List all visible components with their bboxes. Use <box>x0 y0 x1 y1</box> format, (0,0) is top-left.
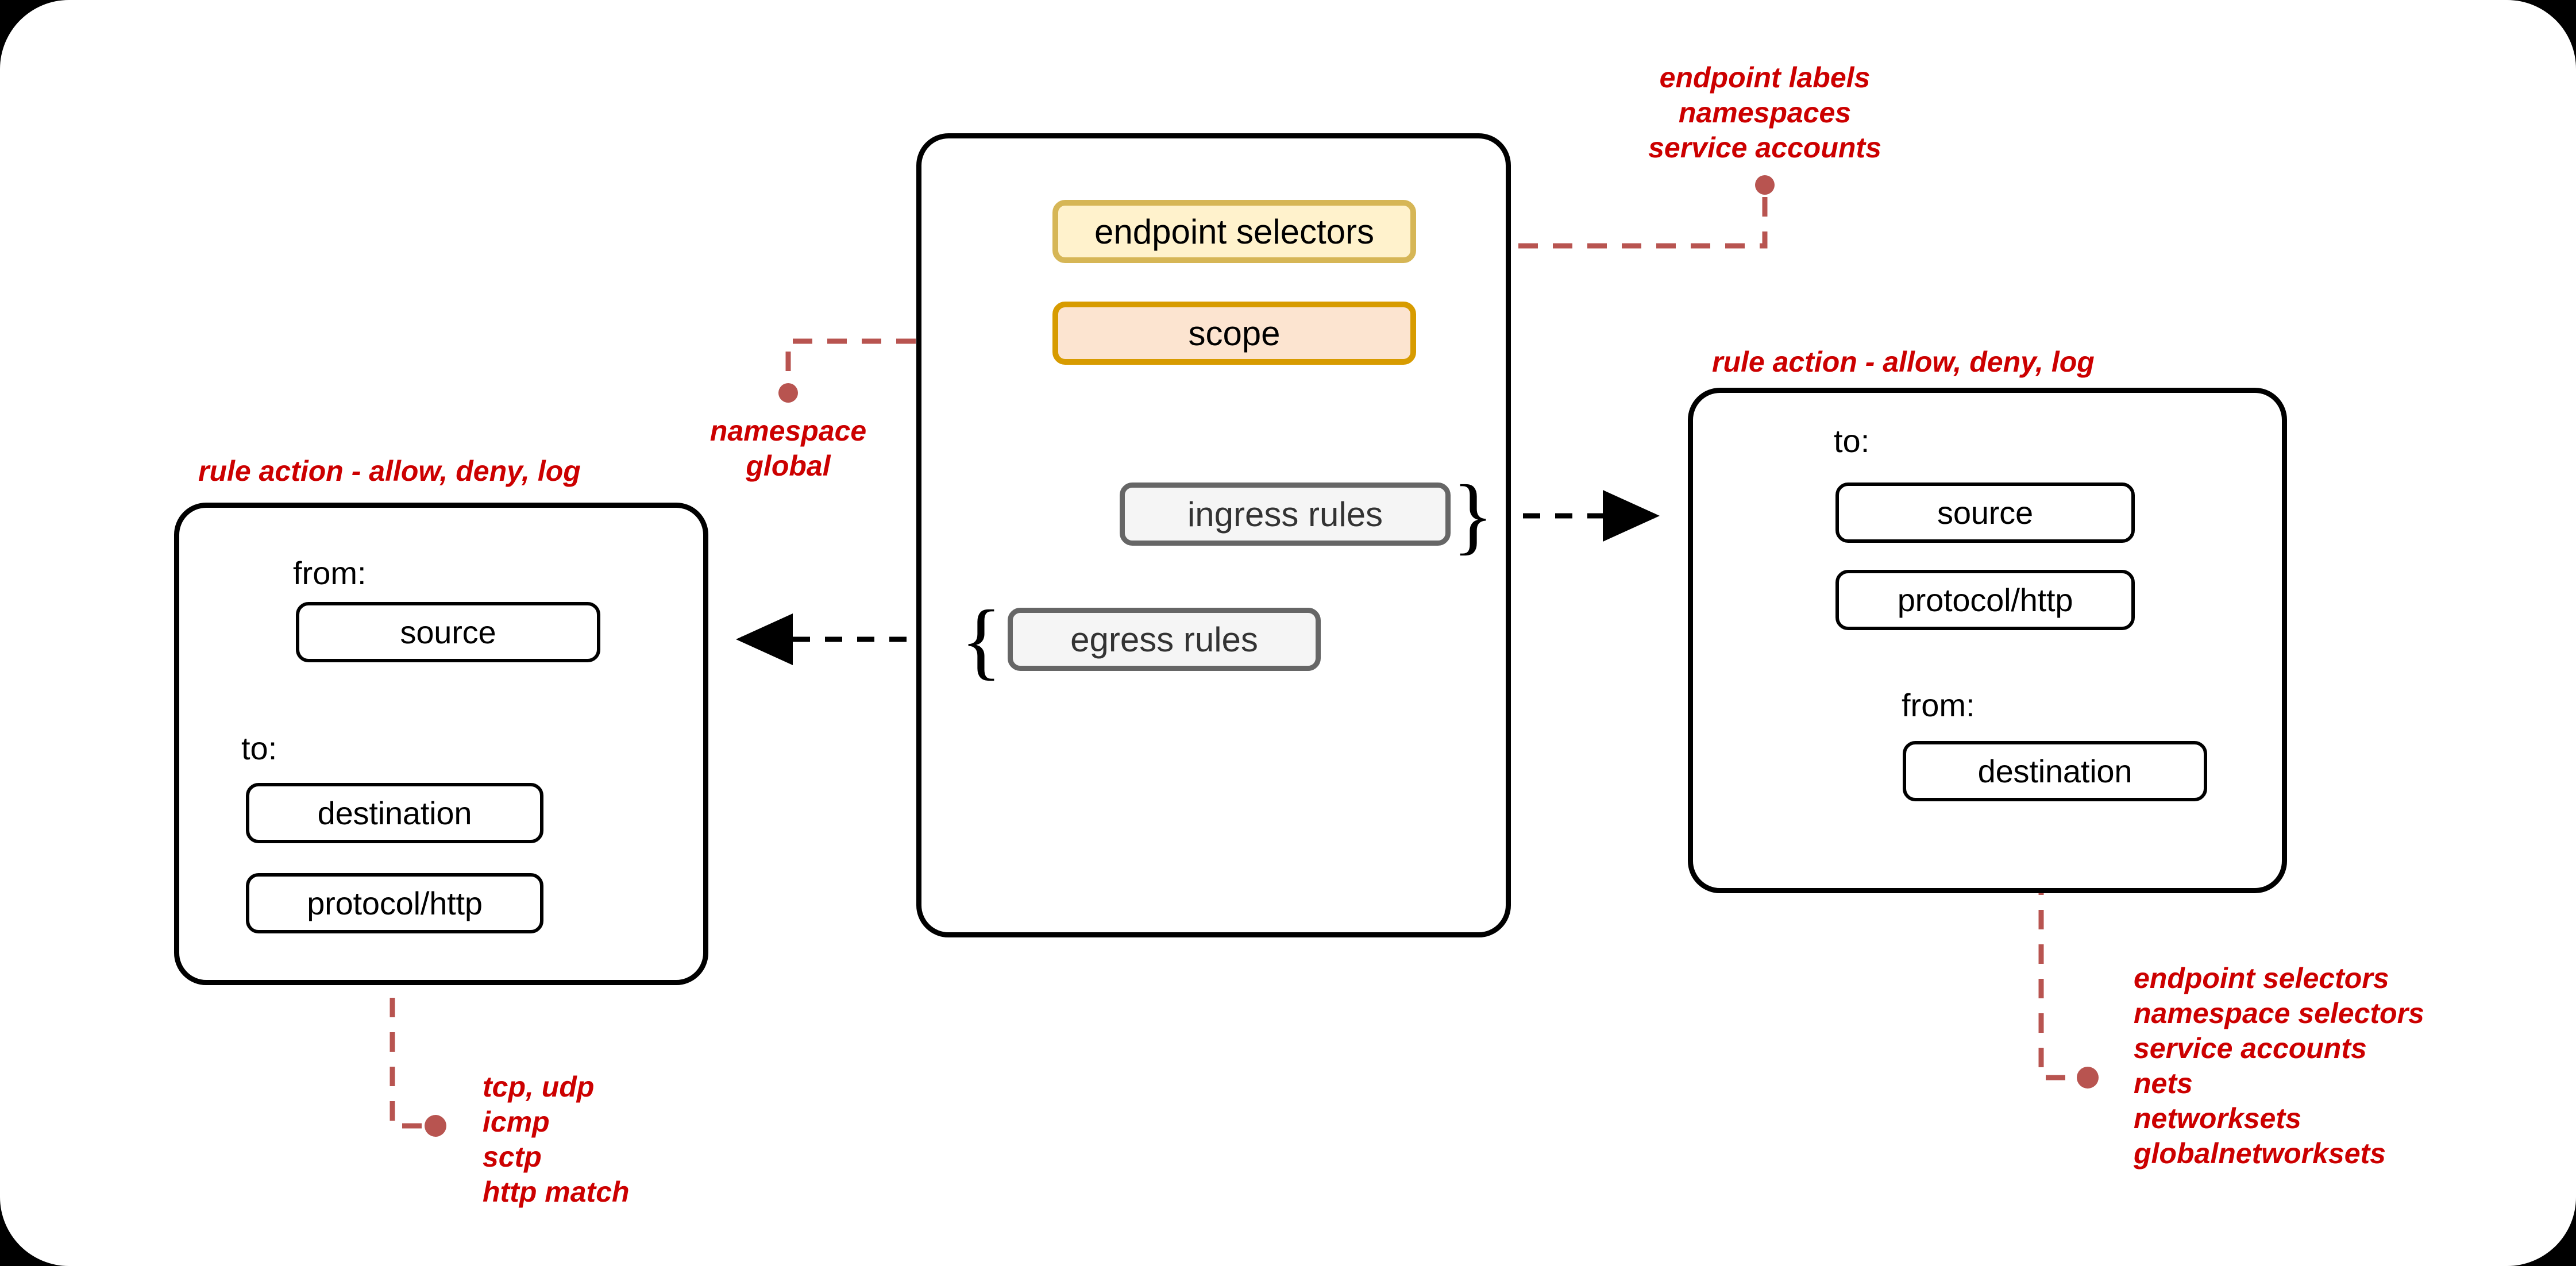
left-destination-node[interactable]: destination <box>246 783 543 843</box>
scope-annotation: namespace global <box>633 414 943 484</box>
endpoint-selectors-annotation: endpoint labels namespaces service accou… <box>1587 60 1943 165</box>
right-from-label: from: <box>1902 687 1975 723</box>
destination-annotation: endpoint selectors namespace selectors s… <box>2134 961 2570 1171</box>
annotation-line: namespace <box>709 415 867 447</box>
annotation-line: service accounts <box>1648 132 1881 164</box>
right-to-label: to: <box>1834 423 1870 459</box>
right-destination-node[interactable]: destination <box>1903 741 2207 801</box>
annotation-line: endpoint labels <box>1659 61 1871 94</box>
annotation-line: namespace selectors <box>2134 997 2424 1029</box>
annotation-line: http match <box>483 1176 630 1208</box>
annotation-line: nets <box>2134 1067 2193 1099</box>
right-protocol-node[interactable]: protocol/http <box>1835 570 2135 630</box>
annotation-line: tcp, udp <box>483 1071 595 1103</box>
annotation-line: namespaces <box>1678 97 1852 129</box>
left-panel-rule-action-annotation: rule action - allow, deny, log <box>198 455 581 487</box>
annotation-line: endpoint selectors <box>2134 962 2389 994</box>
ingress-rules-node[interactable]: ingress rules <box>1120 483 1451 546</box>
protocol-annotation: tcp, udp icmp sctp http match <box>483 1070 885 1210</box>
left-from-label: from: <box>293 555 367 591</box>
annotation-line: global <box>746 450 831 482</box>
annotation-line: globalnetworksets <box>2134 1137 2386 1169</box>
annotation-line: networksets <box>2134 1102 2301 1134</box>
annotation-line: icmp <box>483 1106 550 1138</box>
ingress-brace: } <box>1452 468 1494 563</box>
egress-rules-node[interactable]: egress rules <box>1008 608 1321 671</box>
egress-brace: { <box>961 593 1002 688</box>
annotation-line: sctp <box>483 1141 542 1173</box>
annotation-line: service accounts <box>2134 1032 2367 1064</box>
left-to-label: to: <box>241 730 277 766</box>
right-rule-panel[interactable] <box>1688 388 2287 893</box>
left-protocol-node[interactable]: protocol/http <box>246 873 543 933</box>
scope-node[interactable]: scope <box>1052 302 1416 365</box>
right-panel-rule-action-annotation: rule action - allow, deny, log <box>1712 346 2095 378</box>
left-source-node[interactable]: source <box>296 602 600 662</box>
right-source-node[interactable]: source <box>1835 483 2135 543</box>
endpoint-selectors-node[interactable]: endpoint selectors <box>1052 200 1416 263</box>
